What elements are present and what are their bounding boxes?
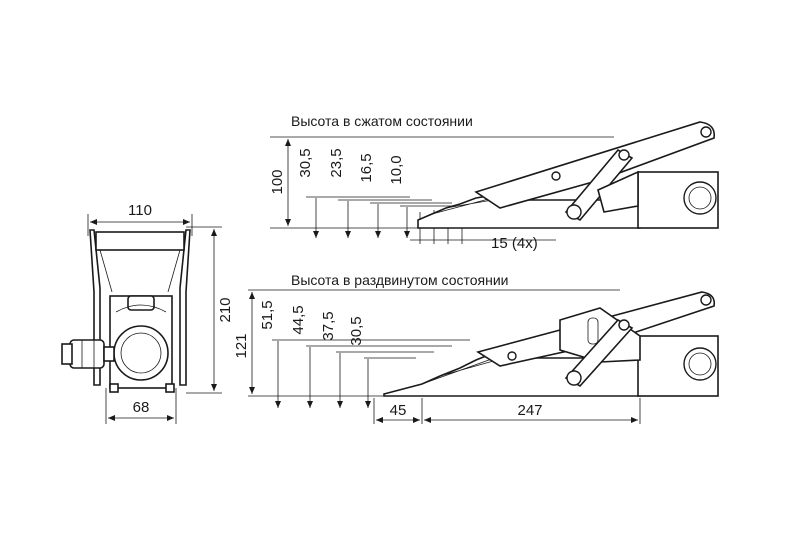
compressed-view: Высота в сжатом состоянии 100 30,5 23,5 … [269, 113, 719, 252]
compressed-step-3-label: 16,5 [358, 153, 375, 182]
extended-step-2-label: 44,5 [290, 305, 307, 334]
compressed-step-2-label: 23,5 [328, 148, 345, 177]
extended-tip-45-label: 45 [390, 402, 407, 419]
front-nut [69, 339, 105, 369]
compressed-lever [474, 121, 716, 209]
extended-step-1-label: 51,5 [259, 300, 276, 329]
extended-step-4-label: 30,5 [348, 316, 365, 345]
front-hub-cap [127, 295, 155, 311]
extended-step-3-label: 37,5 [320, 311, 337, 340]
compressed-height-100-label: 100 [269, 169, 286, 194]
front-top-bracket [95, 231, 185, 251]
front-height-210-label: 210 [217, 297, 234, 322]
compressed-pitch-label: 15 (4x) [491, 235, 538, 252]
extended-height-121-label: 121 [233, 333, 250, 358]
front-wheel [113, 325, 169, 381]
compressed-bracket [597, 170, 639, 213]
front-frame-right [179, 229, 191, 386]
extended-base-247-label: 247 [517, 402, 542, 419]
extended-caption: Высота в раздвинутом состоянии [291, 272, 508, 288]
front-width-68-label: 68 [133, 399, 150, 416]
extended-bracket [559, 307, 641, 363]
extended-view: Высота в раздвинутом состоянии 121 51,5 … [233, 272, 719, 424]
front-view: 110 210 68 [61, 202, 234, 424]
compressed-step-1-label: 30,5 [297, 148, 314, 177]
compressed-step-4-label: 10,0 [388, 155, 405, 184]
compressed-caption: Высота в сжатом состоянии [291, 113, 473, 129]
front-width-110-label: 110 [128, 202, 152, 219]
